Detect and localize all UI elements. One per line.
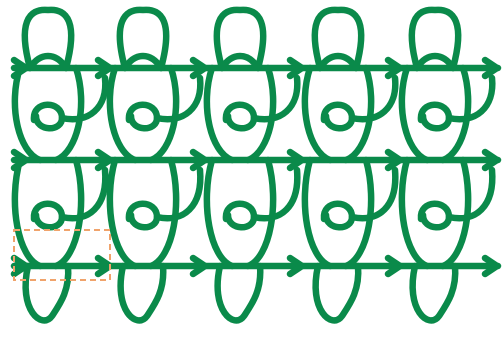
inner-loop-b2-c1: [30, 200, 66, 231]
inner-loop-b1-c4: [320, 101, 356, 132]
arch-b1-c3: [203, 64, 277, 164]
arrowhead-r3-c5: [481, 254, 501, 278]
link-b1-c3: [250, 74, 301, 123]
arrowhead-r3-c3: [286, 254, 306, 278]
inner-loop-b1-c3: [222, 101, 258, 132]
inner-loop-b1-c2: [125, 101, 161, 132]
arrowhead-r2-c4: [384, 148, 404, 172]
arch-b2-c4: [301, 156, 375, 270]
link-b2-c2: [153, 166, 204, 222]
arch-b2-c5: [398, 156, 472, 270]
arrowhead-r2-c1: [94, 148, 114, 172]
arrowhead-r2-c3: [286, 148, 306, 172]
arrowhead-r3-c4: [384, 254, 404, 278]
arrowhead-r1-c3: [286, 56, 306, 80]
arrowhead-r2-c5: [481, 148, 501, 172]
bottom-loop-c1: [22, 262, 72, 324]
top-loop-inner-c3: [218, 52, 262, 72]
link-b2-c5: [445, 166, 496, 222]
link-b2-c1: [58, 166, 109, 222]
link-b2-c3: [250, 166, 301, 222]
arrowhead-r1-c2: [189, 56, 209, 80]
top-loop-c2: [116, 6, 170, 72]
highlight-box: [13, 229, 111, 281]
inner-loop-b2-c3: [222, 200, 258, 231]
arch-b1-c1: [11, 64, 85, 164]
bottom-loop-c4: [312, 262, 362, 324]
arch-b2-c2: [106, 156, 180, 270]
arch-b2-c3: [203, 156, 277, 270]
arrowhead-r1-c1: [94, 56, 114, 80]
arch-b1-c4: [301, 64, 375, 164]
top-loop-c3: [213, 6, 267, 72]
link-b1-c5: [445, 74, 496, 123]
top-loop-c1: [21, 6, 75, 72]
arrowhead-r1-c5: [481, 56, 501, 80]
inner-loop-b2-c2: [125, 200, 161, 231]
inner-loop-b2-c4: [320, 200, 356, 231]
inner-loop-b1-c5: [417, 101, 453, 132]
top-loop-inner-c2: [121, 52, 165, 72]
arch-b2-c1: [11, 156, 85, 270]
arch-b1-c5: [398, 64, 472, 164]
bottom-loop-c3: [214, 262, 264, 324]
arrowhead-r3-c2: [189, 254, 209, 278]
arrowhead-r1-c4: [384, 56, 404, 80]
top-loop-inner-c5: [413, 52, 457, 72]
bottom-loop-c2: [117, 262, 167, 324]
top-loop-inner-c4: [316, 52, 360, 72]
top-loop-c4: [311, 6, 365, 72]
inner-loop-b2-c5: [417, 200, 453, 231]
link-b2-c4: [348, 166, 399, 222]
arrowhead-r2-c2: [189, 148, 209, 172]
link-b1-c4: [348, 74, 399, 123]
inner-loop-b1-c1: [30, 101, 66, 132]
link-b1-c1: [58, 74, 109, 123]
bottom-loop-c5: [409, 262, 459, 324]
arch-b1-c2: [106, 64, 180, 164]
top-loop-inner-c1: [26, 52, 70, 72]
top-loop-c5: [408, 6, 462, 72]
link-b1-c2: [153, 74, 204, 123]
